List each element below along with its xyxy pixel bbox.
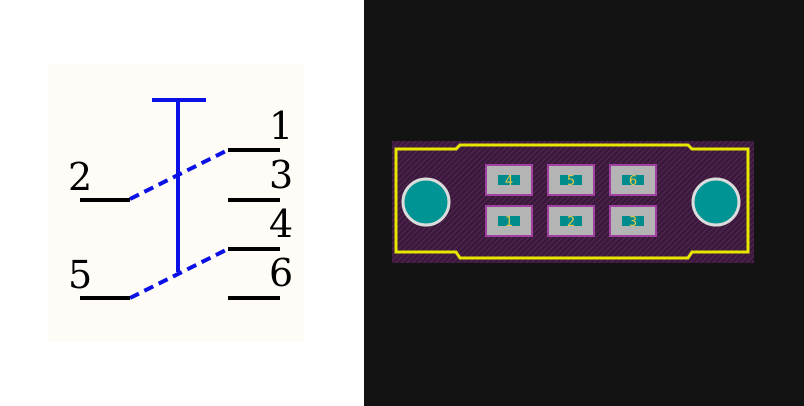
- pcb-footprint: 4 5 6 1 2 3: [392, 141, 754, 263]
- pad-2: 2: [547, 205, 595, 237]
- pad-label-2: 2: [567, 215, 575, 230]
- pad-5: 5: [547, 164, 595, 196]
- pad-label-6: 6: [629, 174, 637, 189]
- pad-4: 4: [485, 164, 533, 196]
- schematic-symbol: 1 2 3 4 5 6: [48, 64, 304, 342]
- pad-label-1: 1: [505, 215, 513, 230]
- pad-label-4: 4: [505, 174, 513, 189]
- pad-label-3: 3: [629, 215, 637, 230]
- switch-blade-lower: [129, 247, 229, 300]
- pad-1: 1: [485, 205, 533, 237]
- pin-label-3: 3: [269, 153, 293, 197]
- pad-3: 3: [609, 205, 657, 237]
- mounting-hole-right: [691, 177, 741, 227]
- pad-label-5: 5: [567, 174, 575, 189]
- pin-label-6: 6: [269, 251, 293, 295]
- pin-label-2: 2: [68, 155, 92, 199]
- pcb-panel: 4 5 6 1 2 3: [364, 0, 804, 406]
- pin-label-5: 5: [68, 253, 92, 297]
- schematic-panel: 1 2 3 4 5 6: [0, 0, 364, 406]
- pin-label-4: 4: [269, 202, 293, 246]
- mounting-hole-left: [401, 177, 451, 227]
- switch-blade-upper: [129, 148, 229, 201]
- pin-label-1: 1: [269, 104, 293, 148]
- silkscreen-outline: [394, 143, 750, 260]
- pad-6: 6: [609, 164, 657, 196]
